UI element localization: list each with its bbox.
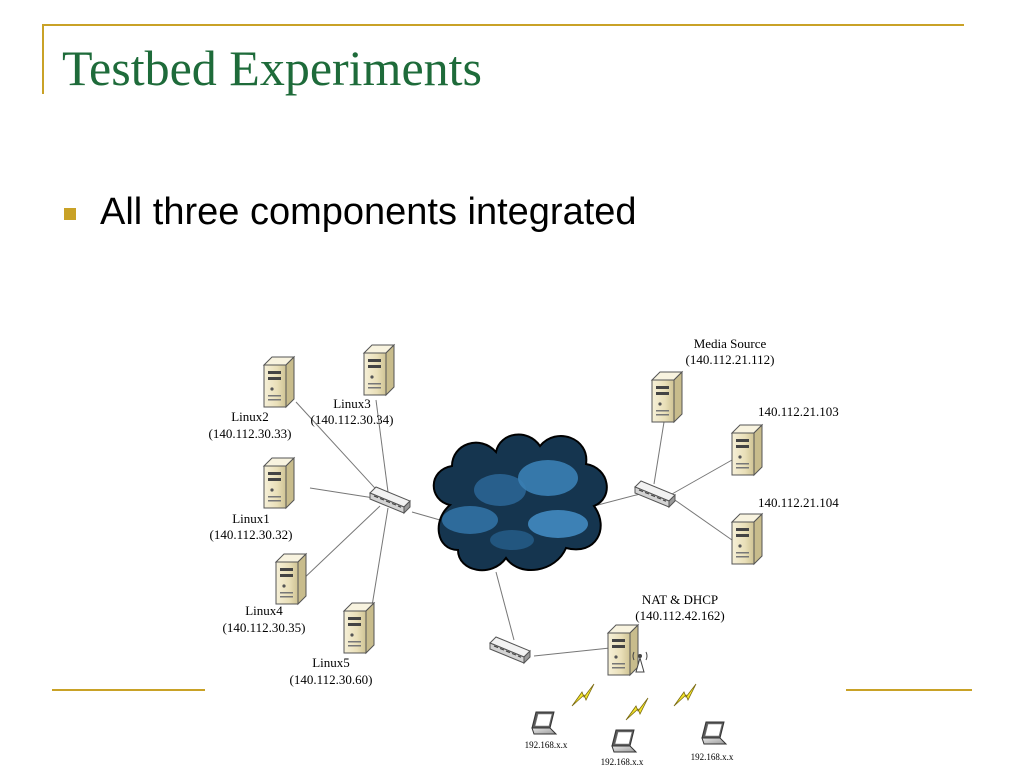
laptop-middle-icon <box>611 729 637 753</box>
server-103-icon <box>731 424 763 476</box>
frame-horizontal-rule <box>42 24 964 26</box>
wireless-bolt-right-icon <box>673 683 697 707</box>
laptop-right-ip-label: 192.168.x.x <box>691 752 734 762</box>
linux4-ip-label: (140.112.30.35) <box>223 620 306 635</box>
server-linux2-icon <box>263 356 295 408</box>
laptop-left-ip-label: 192.168.x.x <box>525 740 568 750</box>
internet-cloud <box>432 433 608 572</box>
media-source-ip-label: (140.112.21.112) <box>686 352 775 367</box>
laptop-left-icon <box>531 711 557 735</box>
switch-left <box>369 486 411 514</box>
frame-vertical-rule <box>42 24 44 94</box>
slide-title: Testbed Experiments <box>62 40 482 96</box>
footer-rule-left <box>52 689 205 691</box>
nat-dhcp-ip-label: (140.112.42.162) <box>635 608 724 623</box>
linux2-ip-label: (140.112.30.33) <box>209 426 292 441</box>
linux5-ip-label: (140.112.30.60) <box>290 672 373 687</box>
server-linux4-icon <box>275 553 307 605</box>
bullet-square-icon <box>64 208 76 220</box>
linux2-name-label: Linux2 <box>231 409 269 424</box>
linux3-name-label: Linux3 <box>333 396 371 411</box>
laptop-right-icon <box>701 721 727 745</box>
linux4-name-label: Linux4 <box>245 603 283 618</box>
laptop-middle-ip-label: 192.168.x.x <box>601 757 644 767</box>
server-linux5-icon <box>343 602 375 654</box>
server-linux1-icon <box>263 457 295 509</box>
server-nat-dhcp-icon <box>607 624 639 676</box>
linux1-ip-label: (140.112.30.32) <box>210 527 293 542</box>
server-104-ip-label: 140.112.21.104 <box>758 495 839 510</box>
switch-right <box>634 480 676 508</box>
connection-lines <box>295 399 733 657</box>
footer-rule-right <box>846 689 972 691</box>
switch-bottom <box>489 636 531 664</box>
server-104-icon <box>731 513 763 565</box>
bullet-text: All three components integrated <box>100 191 637 233</box>
media-source-name-label: Media Source <box>694 336 767 351</box>
linux1-name-label: Linux1 <box>232 511 270 526</box>
server-linux3-icon <box>363 344 395 396</box>
wireless-antenna-icon <box>632 651 648 673</box>
wireless-bolt-left-icon <box>571 683 595 707</box>
server-media-source-icon <box>651 371 683 423</box>
linux5-name-label: Linux5 <box>312 655 350 670</box>
nat-dhcp-name-label: NAT & DHCP <box>642 592 718 607</box>
linux3-ip-label: (140.112.30.34) <box>311 412 394 427</box>
wireless-bolt-middle-icon <box>625 697 649 721</box>
server-103-ip-label: 140.112.21.103 <box>758 404 839 419</box>
